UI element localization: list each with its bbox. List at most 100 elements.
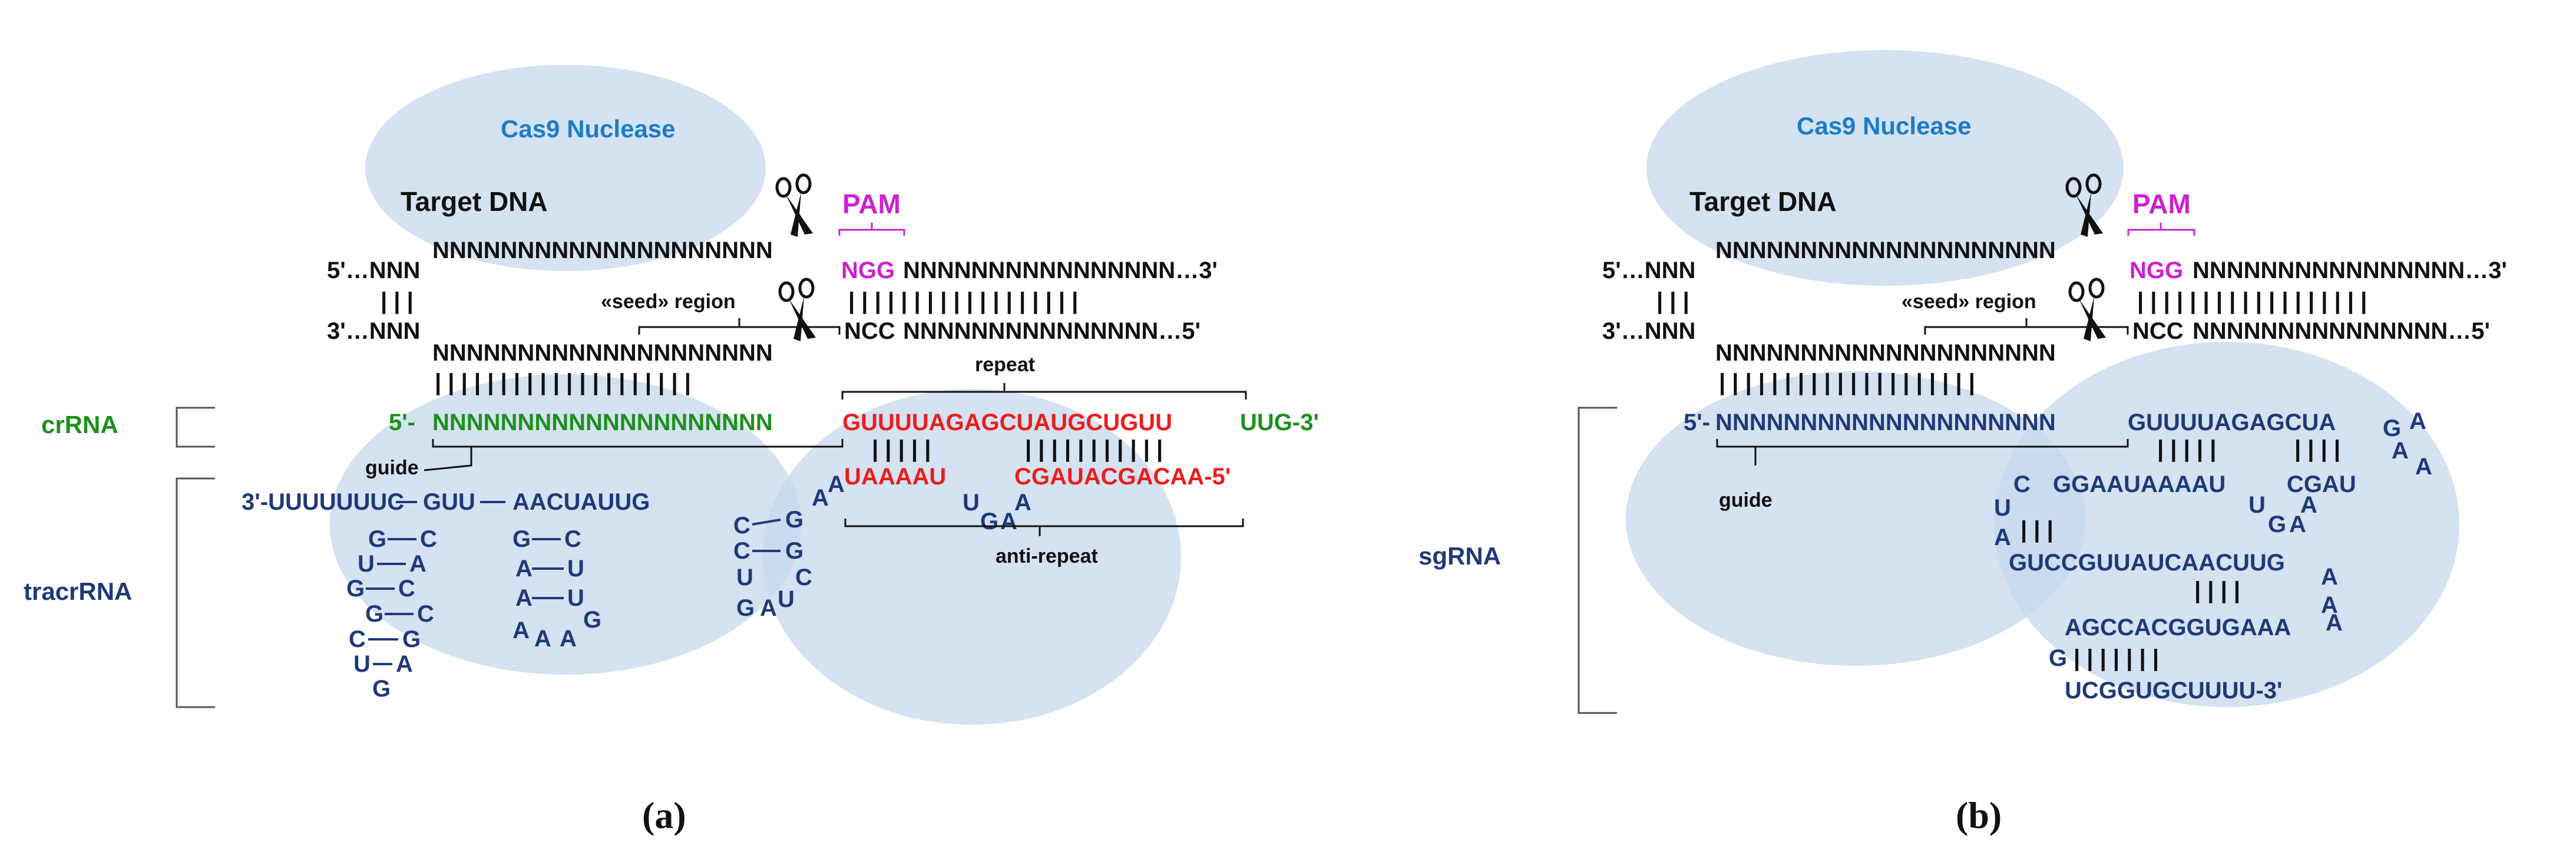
svg-text:G: G — [346, 576, 365, 602]
cas9-label: Cas9 Nuclease — [501, 115, 676, 143]
top-strand-target: NNNNNNNNNNNNNNNNNNNN — [432, 237, 773, 263]
svg-text:C: C — [564, 526, 581, 552]
svg-text:U: U — [567, 556, 584, 582]
svg-text:A: A — [1014, 490, 1031, 516]
svg-text:A: A — [2415, 454, 2432, 480]
svg-text:C: C — [398, 576, 415, 602]
dna-base-pairs-left: | | | — [381, 288, 414, 314]
sgrna-hairpin: AGCCACGGUGAAA — [2065, 615, 2291, 641]
svg-text:A: A — [2321, 592, 2338, 618]
pam-label: PAM — [2132, 189, 2191, 219]
pam-bracket — [838, 223, 905, 236]
top-strand-downstream: NNNNNNNNNNNNNNNN…3' — [2193, 258, 2507, 283]
seed-region-label: «seed» region — [1902, 290, 2036, 313]
panel-a: Cas9 Nuclease Target DNA PAM 5'…NNN NNNN… — [24, 65, 1319, 836]
svg-text:G: G — [365, 601, 383, 627]
crrna-5prime: 5'- — [389, 410, 415, 435]
guide-bracket — [1716, 439, 2129, 466]
hairpin-1-pairs: | | | | — [2194, 577, 2240, 603]
svg-text:C: C — [349, 626, 366, 652]
svg-text:C: C — [733, 538, 750, 564]
svg-text:A: A — [2409, 408, 2426, 434]
svg-text:A: A — [534, 626, 551, 652]
svg-text:G: G — [785, 507, 803, 533]
svg-text:A: A — [560, 626, 577, 652]
top-strand-pam: NGG — [2129, 258, 2183, 283]
bottom-strand-pam-complement: NCC — [844, 318, 895, 344]
svg-text:A: A — [812, 485, 829, 511]
sgrna-5prime: 5'- — [1684, 410, 1710, 435]
dna-base-pairs-right: | | | | | | | | | | | | | | | | | | — [848, 288, 1078, 314]
tracrrna-ac-segment: AACUAUUG — [512, 489, 650, 515]
bottom-strand-pam-complement: NCC — [2132, 318, 2184, 344]
scissors-icon — [780, 279, 816, 341]
crrna-label: crRNA — [41, 411, 118, 438]
seed-region-label: «seed» region — [601, 290, 736, 313]
repeat-pairs-left: | | | | | — [2157, 436, 2216, 462]
repeat-label: repeat — [975, 354, 1035, 376]
pam-label: PAM — [842, 189, 901, 219]
top-strand-5prime: 5'…NNN — [327, 258, 420, 283]
tracrrna-label: tracrRNA — [24, 577, 132, 605]
cas9-lobe-bottom — [1626, 371, 2085, 666]
svg-text:A: A — [515, 585, 533, 611]
seed-bracket — [1924, 318, 2129, 335]
bottom-strand-downstream: NNNNNNNNNNNNNNN…5' — [903, 318, 1201, 344]
target-dna-label: Target DNA — [1689, 186, 1837, 217]
svg-text:C: C — [420, 526, 437, 552]
repeat-bracket — [841, 383, 1247, 400]
crrna-3prime: UUG-3' — [1240, 410, 1319, 435]
cas9-lobe-bottom — [330, 374, 801, 675]
top-strand-5prime: 5'…NNN — [1602, 258, 1695, 283]
svg-text:C: C — [733, 513, 750, 539]
svg-text:C: C — [417, 601, 434, 627]
bottom-strand-target: NNNNNNNNNNNNNNNNNNNN — [1715, 340, 2056, 366]
repeat-pairs-right: | | | | | | | | | | | — [1025, 436, 1163, 462]
bottom-strand-downstream: NNNNNNNNNNNNNNN…5' — [2193, 318, 2490, 344]
tracrrna-gu-segment: GUU — [423, 489, 475, 515]
svg-text:G: G — [583, 607, 601, 633]
guide-bracket — [424, 439, 844, 471]
bottom-strand-3prime: 3'…NNN — [327, 318, 420, 344]
svg-text:G: G — [980, 509, 998, 534]
svg-text:A: A — [1000, 509, 1017, 534]
tracrrna-3prime: 3'-UUUUUUUC — [242, 489, 404, 515]
dna-base-pairs-right: | | | | | | | | | | | | | | | | | | — [2137, 288, 2367, 314]
svg-text:U: U — [778, 586, 795, 612]
cas9-label: Cas9 Nuclease — [1797, 112, 1972, 140]
top-strand-downstream: NNNNNNNNNNNNNNNN…3' — [903, 258, 1218, 283]
svg-text:A: A — [2326, 610, 2343, 636]
stem-3-pairs — [752, 519, 781, 552]
target-dna-label: Target DNA — [401, 186, 548, 217]
svg-text:U: U — [736, 565, 753, 590]
hairpin-2-pairs: | | | | | | | — [2074, 645, 2159, 671]
svg-text:U: U — [358, 551, 375, 577]
cas9-lobe-top — [365, 65, 766, 271]
seed-bracket — [638, 318, 841, 335]
crrna-repeat-sequence: GUUUUAGAGCUAUGCUGUU — [842, 410, 1172, 435]
svg-text:G: G — [2383, 415, 2401, 441]
svg-text:G: G — [785, 538, 803, 564]
svg-text:A: A — [515, 556, 533, 582]
anti-repeat-label: anti-repeat — [996, 545, 1098, 567]
sgrna-antirepeat-end: CGAU — [2287, 471, 2356, 497]
svg-text:C: C — [795, 565, 812, 590]
svg-text:G: G — [402, 626, 421, 652]
bottom-strand-3prime: 3'…NNN — [1602, 318, 1695, 344]
stem-2-pairs — [532, 538, 564, 599]
cas9-lobe-top — [1646, 50, 2124, 286]
sgrna-guide-sequence: NNNNNNNNNNNNNNNNNNNN — [1715, 410, 2056, 435]
svg-text:A: A — [2321, 564, 2338, 590]
svg-text:A: A — [396, 651, 413, 677]
bottom-strand-target: NNNNNNNNNNNNNNNNNNNN — [432, 340, 773, 366]
svg-text:A: A — [2289, 511, 2306, 537]
stem-1-pairs — [366, 538, 416, 665]
sgrna-nexus: GUCCGUUAUCAACUUG — [2009, 550, 2285, 576]
svg-text:U: U — [567, 585, 584, 611]
guide-label: guide — [365, 457, 419, 479]
svg-text:A: A — [2392, 438, 2409, 464]
svg-text:A: A — [2300, 492, 2317, 518]
